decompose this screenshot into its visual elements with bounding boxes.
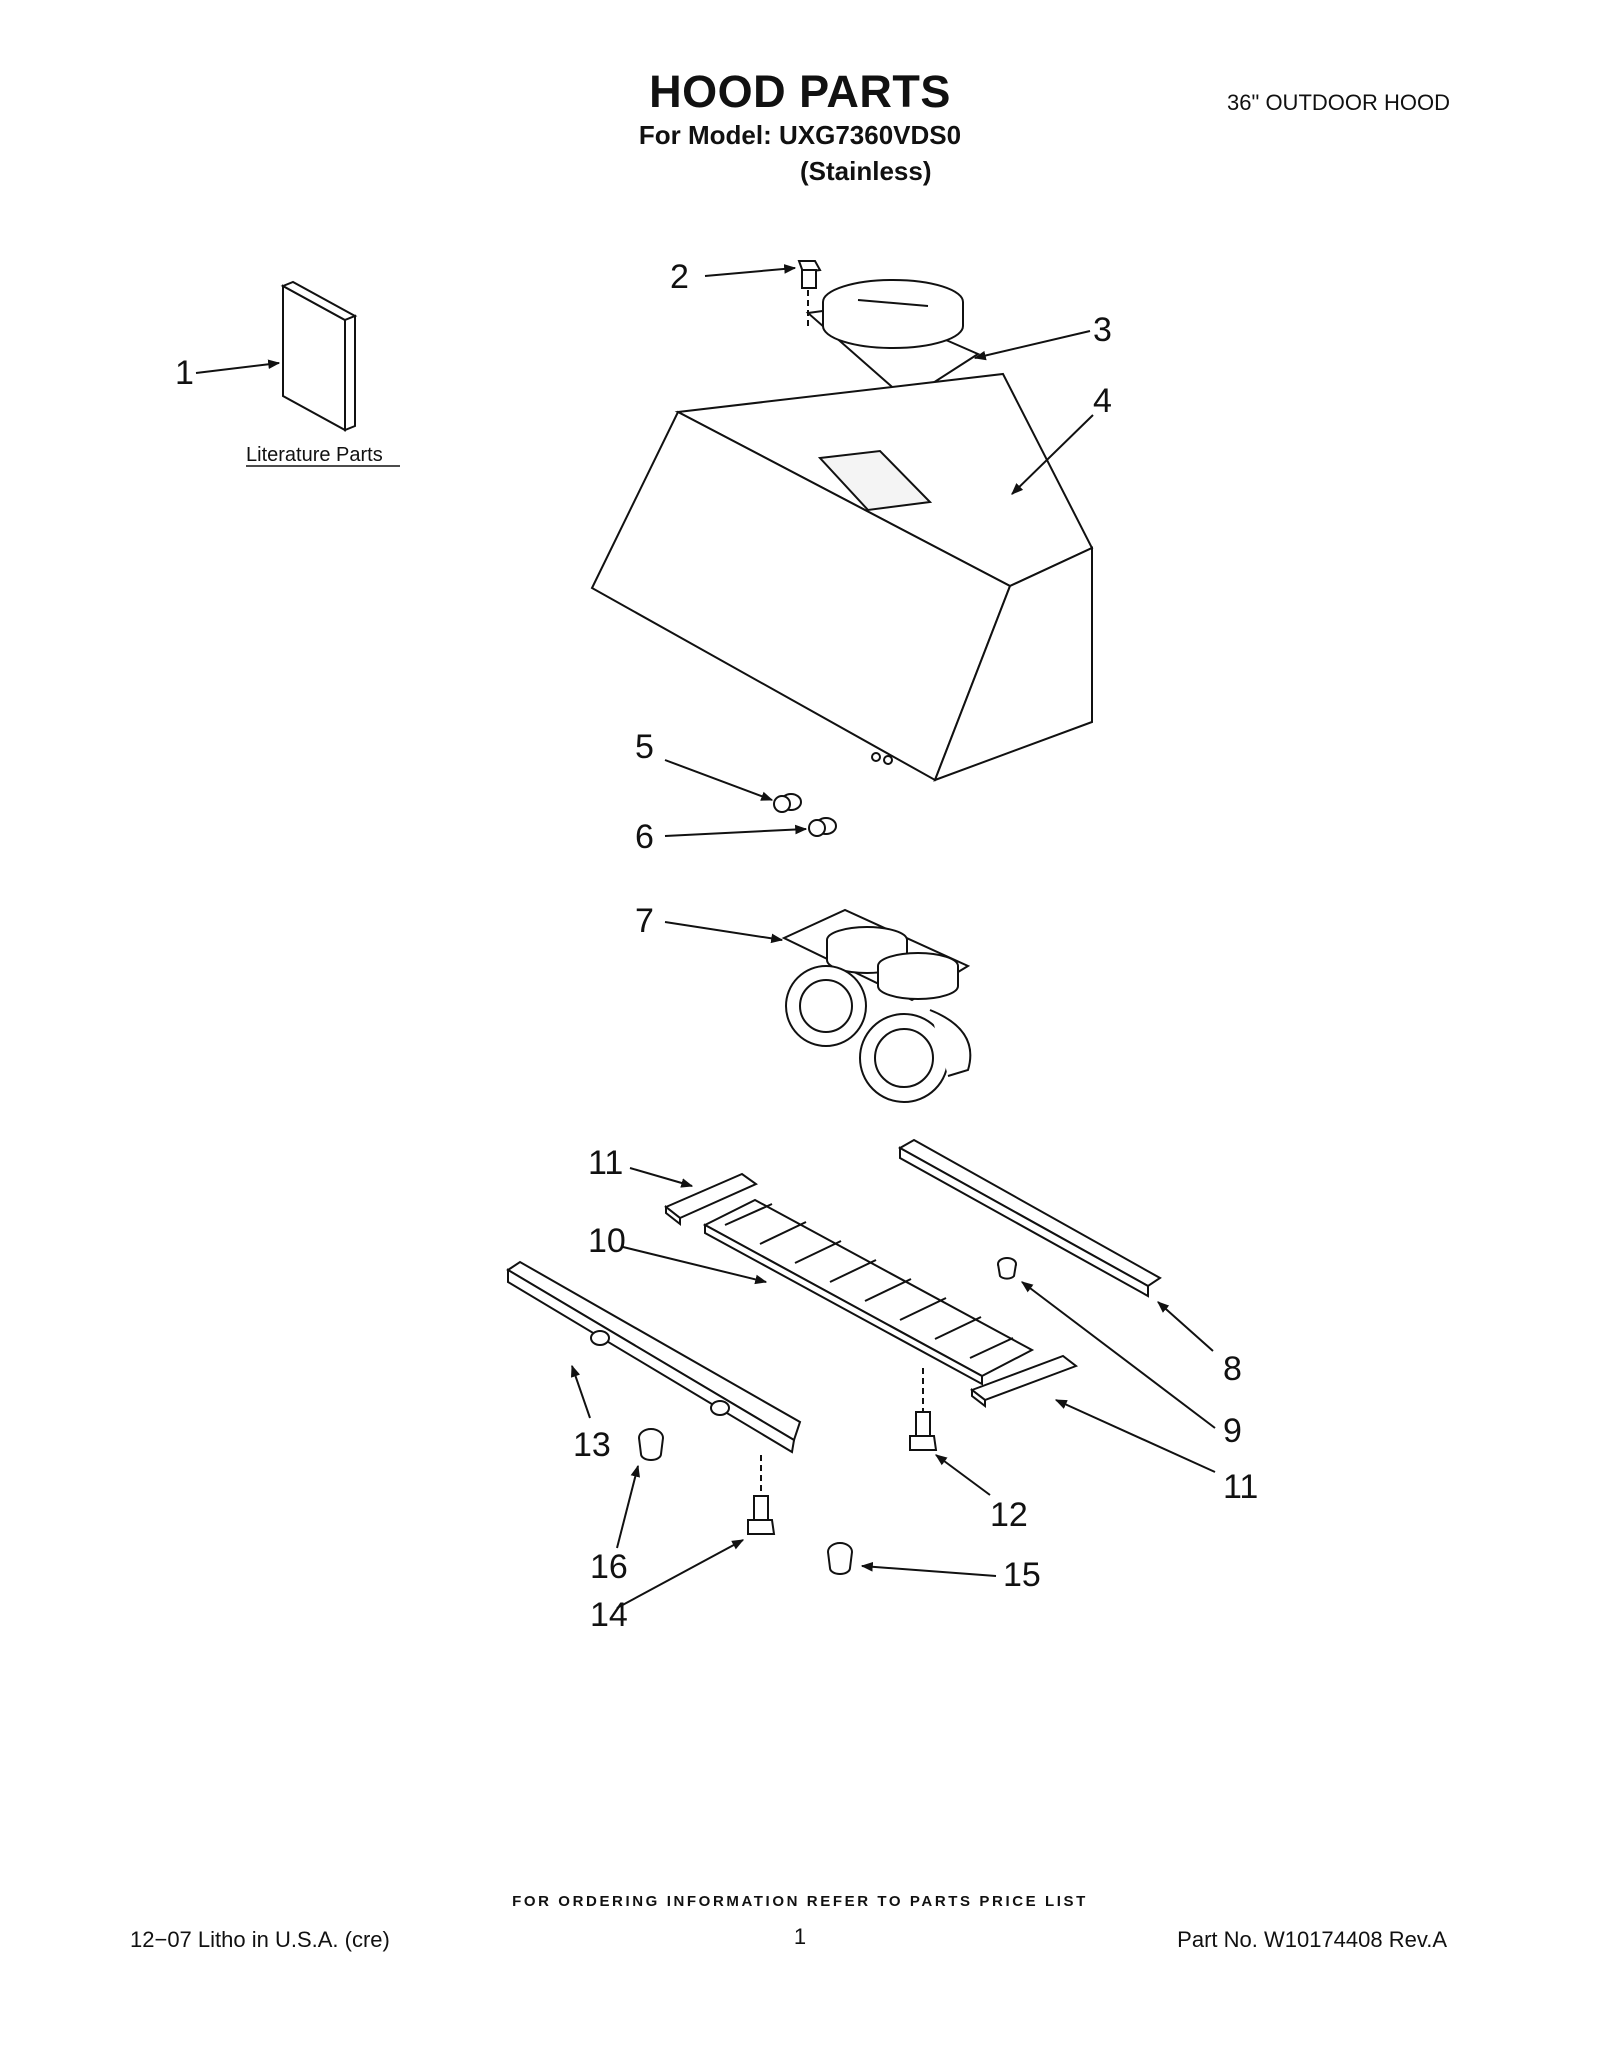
leader-10 [622, 1246, 768, 1285]
leader-9 [1021, 1281, 1216, 1429]
callout-10: 10 [588, 1222, 626, 1260]
leader-7 [664, 921, 784, 944]
finish-label: (Stainless) [800, 156, 932, 186]
filter-blank-right [969, 1354, 1079, 1409]
callout-4: 4 [1093, 382, 1112, 420]
callout-2: 2 [670, 258, 689, 296]
light-lens [826, 1542, 854, 1575]
duct-collar-plate [805, 279, 981, 395]
page-title: HOOD PARTS [649, 66, 951, 117]
screw-top [797, 260, 822, 330]
leader-11-bottom [1054, 1399, 1216, 1473]
page-number: 1 [793, 1924, 807, 1949]
callout-7: 7 [635, 902, 654, 940]
grommet [997, 1257, 1017, 1280]
grease-filter [702, 1198, 1035, 1386]
callout-15: 15 [1003, 1556, 1041, 1594]
model-line: For Model: UXG7360VDS0 [638, 120, 962, 150]
front-filter-rail [506, 1260, 802, 1454]
callout-1: 1 [175, 354, 194, 392]
hood-body [590, 372, 1094, 782]
leader-1 [195, 359, 281, 374]
callout-16: 16 [590, 1548, 628, 1586]
callout-8: 8 [1223, 1350, 1242, 1388]
filter-blank-left [664, 1172, 759, 1227]
leader-8 [1157, 1301, 1214, 1352]
callout-9: 9 [1223, 1412, 1242, 1450]
callout-6: 6 [635, 818, 654, 856]
light-lens-left [637, 1428, 665, 1461]
literature-booklet [280, 280, 358, 432]
ordering-note: FOR ORDERING INFORMATION REFER TO PARTS … [512, 1893, 1088, 1910]
leader-13 [570, 1364, 591, 1419]
rear-filter-rail [897, 1138, 1162, 1298]
leader-15 [860, 1562, 997, 1577]
litho-note: 12−07 Litho in U.S.A. (cre) [130, 1927, 390, 1952]
blower-assembly [781, 908, 972, 1103]
screw-lower-right [909, 1368, 938, 1451]
leader-11-top [629, 1167, 694, 1188]
callout-3: 3 [1093, 311, 1112, 349]
screw-lower-left [747, 1455, 776, 1535]
leader-3 [973, 330, 1091, 361]
leader-6 [664, 824, 808, 837]
part-number: Part No. W10174408 Rev.A [1177, 1927, 1447, 1952]
leader-16 [616, 1464, 640, 1549]
callout-13: 13 [573, 1426, 611, 1464]
callout-5: 5 [635, 728, 654, 766]
leader-12 [935, 1454, 991, 1496]
leader-14 [616, 1539, 745, 1609]
literature-label: Literature Parts [246, 444, 383, 466]
callout-11-bottom: 11 [1223, 1468, 1258, 1506]
leader-5 [664, 759, 774, 801]
leader-4 [1011, 414, 1094, 495]
callout-12: 12 [990, 1496, 1028, 1534]
control-knob-6 [808, 817, 837, 837]
callout-14: 14 [590, 1596, 628, 1634]
control-knob-5 [773, 793, 802, 813]
leader-2 [704, 264, 797, 277]
callout-11-top: 11 [588, 1144, 623, 1182]
product-label: 36" OUTDOOR HOOD [1227, 90, 1450, 115]
